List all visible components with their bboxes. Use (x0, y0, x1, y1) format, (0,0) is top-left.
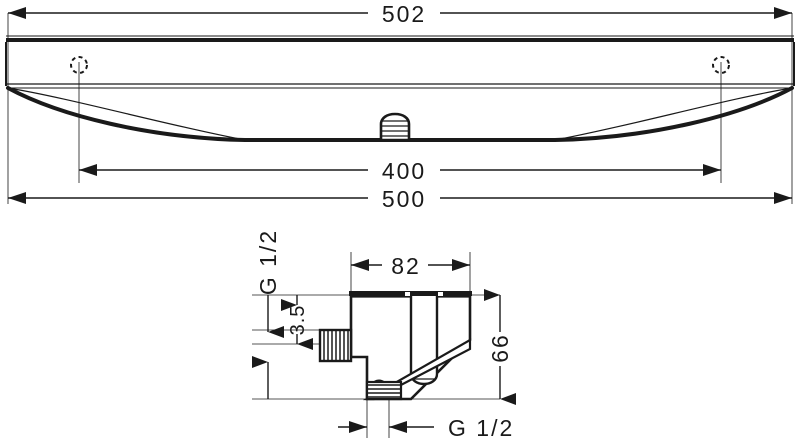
dimension-overall-top: 502 (8, 1, 792, 27)
dimension-inlet-offset: 3.5 (281, 295, 313, 350)
dim-35-label: 3.5 (287, 305, 309, 336)
basin-rim-top-slab (6, 38, 794, 42)
dim-500-label: 500 (382, 186, 426, 212)
dim-400-label: 400 (382, 158, 426, 184)
bottom-outlet-body (365, 380, 403, 401)
dim-outlet-g12-label: G 1/2 (448, 415, 514, 441)
dimension-inlet-thread: G 1/2 (252, 229, 284, 399)
dim-82-label: 82 (391, 253, 421, 279)
valve-top-flange (349, 291, 472, 296)
dim-502-label: 502 (382, 1, 426, 27)
dimension-valve-height: 66 (484, 289, 516, 405)
drain-outlet (379, 112, 411, 142)
flange-notch-left (405, 292, 410, 296)
dimension-mounting-holes: 400 (79, 158, 721, 184)
bottom-outlet (365, 380, 403, 401)
valve-body-outline (349, 291, 472, 401)
dim-66-label: 66 (487, 333, 513, 363)
flange-notch-right (438, 292, 443, 296)
dimension-valve-width: 82 (351, 253, 470, 279)
dimension-outlet-thread: G 1/2 (338, 415, 514, 441)
dim-inlet-g12-label: G 1/2 (255, 229, 281, 295)
bowl-inner-profile-right (554, 87, 793, 141)
dimension-overall-bottom: 500 (8, 186, 792, 212)
mounting-hole-left-icon (70, 56, 88, 74)
valve-body-section: 82 66 3.5 G 1/2 G 1/2 (252, 229, 516, 441)
basin-front-elevation: 502 400 500 (5, 1, 795, 212)
bowl-inner-profile-left (7, 87, 246, 141)
mounting-hole-right-icon (712, 56, 730, 74)
side-thread-connector (318, 328, 353, 363)
